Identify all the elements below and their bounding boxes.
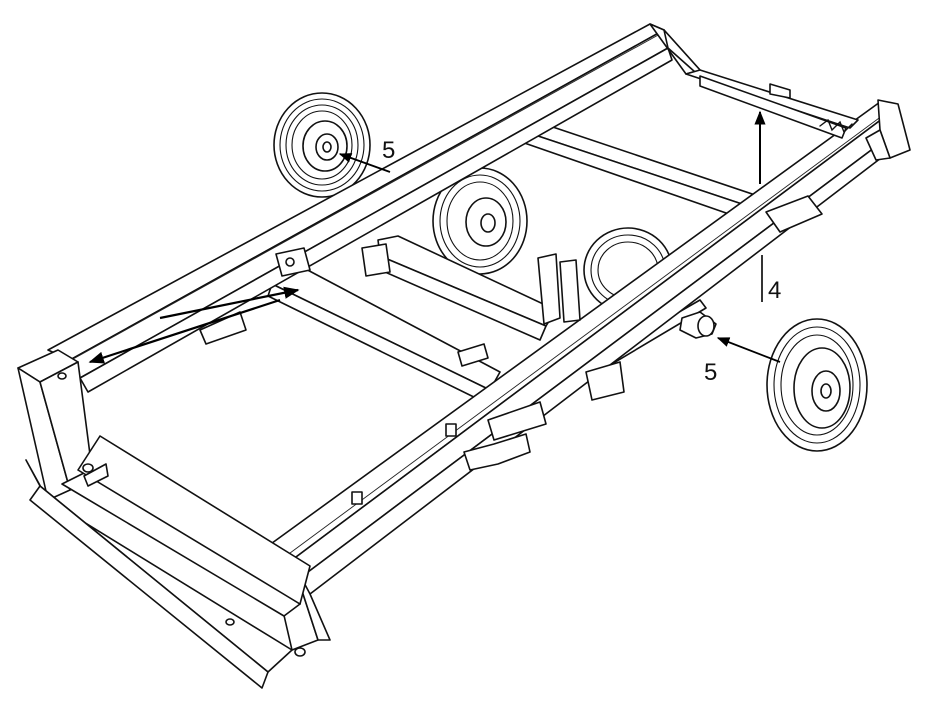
frame-rear-end [649,23,911,161]
callout-label-jack-height: 4 [768,277,781,304]
frame-left-rail [47,23,673,393]
frame-direction-arrows [88,286,300,364]
frame-cross-members [267,111,771,403]
wheel-mounted-middle [432,167,528,275]
callout-arrows [338,110,781,363]
frame-front-end [17,349,331,689]
frame-inner-parts [199,195,823,471]
callout-label-wheel-rear-left: 5 [382,137,395,164]
wheel-front-right [766,318,868,452]
callout-label-wheel-front-right: 5 [704,359,717,386]
wheel-rear-left [273,92,371,198]
frame-right-rail [267,101,903,595]
